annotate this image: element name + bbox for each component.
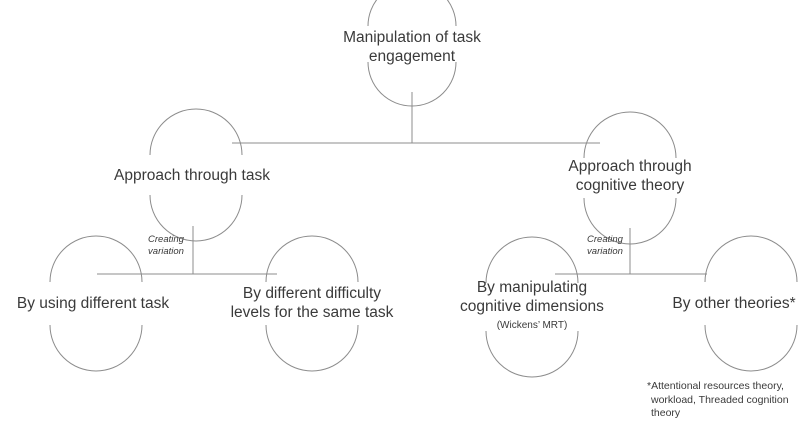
cognitive-dimensions-label: By manipulating cognitive dimensions	[432, 278, 632, 317]
difficulty-node-top-arc	[265, 235, 359, 283]
footnote-line1: *Attentional resources theory,	[647, 380, 784, 392]
cognitive-label-line1: Approach through	[568, 158, 692, 175]
task-connector-line2: variation	[148, 246, 184, 258]
task-connector-label: Creating variation	[141, 234, 191, 259]
cognitive-dimensions-node-top-arc	[485, 236, 579, 284]
cognitive-node-top-arc	[583, 111, 677, 159]
other-theories-node-top-arc	[704, 235, 798, 283]
footnote-line2: workload, Threaded cognition	[651, 393, 789, 406]
root-label-line1: Manipulation of task	[343, 29, 481, 46]
dimensions-line2: cognitive dimensions	[460, 298, 604, 316]
task-approach-label: Approach through task	[114, 167, 270, 184]
difficulty-node-bottom-arc	[265, 324, 359, 372]
difficulty-levels-label: By different difficulty levels for the s…	[210, 284, 414, 323]
different-task-node-top-arc	[49, 235, 143, 283]
root-node-top-arc	[367, 0, 457, 27]
other-theories-node-bottom-arc	[704, 324, 798, 372]
cognitive-label-line2: cognitive theory	[575, 177, 685, 195]
difficulty-line2: levels for the same task	[230, 304, 394, 322]
difficulty-line1: By different difficulty	[242, 285, 382, 302]
footnote: *Attentional resources theory, workload,…	[647, 380, 789, 421]
different-task-label: By using different task	[16, 295, 170, 312]
root-label-line2: engagement	[368, 48, 456, 66]
cognitive-dimensions-node-bottom-arc	[485, 330, 579, 378]
cognitive-connector-label: Creating variation	[580, 234, 630, 259]
other-theories-label: By other theories*	[672, 295, 796, 312]
task-node-bottom-arc	[149, 194, 243, 242]
cognitive-connector-line2: variation	[587, 246, 623, 258]
task-connector-line1: Creating	[148, 234, 184, 245]
task-node-top-arc	[149, 108, 243, 156]
wickens-mrt-label: (Wickens’ MRT)	[496, 320, 568, 331]
root-node-label: Manipulation of task engagement	[312, 28, 512, 67]
footnote-line3: theory	[651, 407, 681, 420]
dimensions-line1: By manipulating	[476, 279, 588, 296]
cognitive-approach-label: Approach through cognitive theory	[530, 157, 730, 196]
different-task-node-bottom-arc	[49, 324, 143, 372]
cognitive-connector-line1: Creating	[587, 234, 623, 245]
